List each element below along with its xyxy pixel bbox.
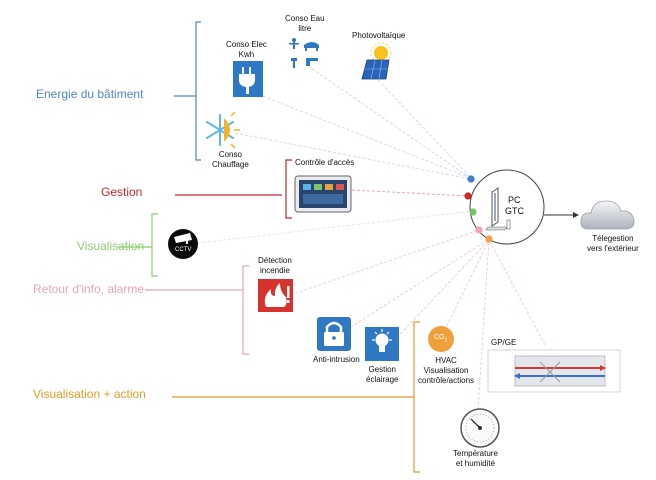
label-cctv: CCTV xyxy=(175,247,192,253)
category-visu-action: Visualisation + action xyxy=(33,387,146,401)
line-anti-intrusion xyxy=(345,238,490,331)
label-hvac-line2: Visualisation xyxy=(423,366,469,375)
category-energie: Energie du bâtiment xyxy=(36,87,144,101)
hub xyxy=(469,169,545,245)
label-anti-intrusion: Anti-intrusion xyxy=(313,355,360,364)
hub-label-pc: PC xyxy=(508,195,521,205)
label-gestion-eclairage-line1: Gestion xyxy=(368,365,397,374)
label-conso-elec-line1: Conso Elec xyxy=(226,40,267,49)
label-gestion-eclairage-line2: éclairage xyxy=(366,375,399,384)
visu-action-bracket xyxy=(413,321,420,473)
label-conso-eau-line2: litre xyxy=(298,24,312,33)
solar-panel-icon xyxy=(361,42,392,80)
label-detection-incendie-line2: incendie xyxy=(259,266,290,275)
lightbulb-icon xyxy=(365,327,399,361)
label-detection-incendie-line1: Détection xyxy=(258,256,292,265)
label-gestion-eclairage: Gestion éclairage xyxy=(366,365,398,385)
label-detection-incendie: Détection incendie xyxy=(258,256,292,276)
node-energie xyxy=(467,175,475,183)
gestion-bracket xyxy=(285,159,292,219)
plug-icon xyxy=(233,61,263,97)
category-lines xyxy=(118,21,420,473)
connection-lines xyxy=(197,65,546,411)
line-conso-eau xyxy=(307,65,471,179)
label-controle-acces: Contrôle d'accès xyxy=(295,158,355,167)
label-hvac-line3: contrôle/actions xyxy=(418,376,475,385)
category-retour: Retour d'info, alarme xyxy=(33,282,145,296)
padlock-icon xyxy=(317,317,351,351)
gauge-icon xyxy=(460,408,500,448)
label-temperature-line2: et humidité xyxy=(455,459,496,468)
cloud-arrow xyxy=(544,212,579,218)
label-conso-chauffage-line1: Conso xyxy=(218,150,242,159)
label-hvac: HVAC Visualisation contrôle/actions xyxy=(418,356,474,386)
co2-icon xyxy=(428,326,454,352)
label-conso-elec: Conso Elec Kwh xyxy=(226,40,267,60)
hub-circle xyxy=(469,169,545,245)
line-gp-ge xyxy=(488,239,546,346)
line-photovoltaique xyxy=(377,79,472,179)
cloud-label-line1: Télegestion xyxy=(592,234,634,243)
energie-bracket xyxy=(195,21,201,161)
label-conso-chauffage-line2: Chauffage xyxy=(212,160,249,169)
line-hvac xyxy=(439,239,490,341)
category-gestion: Gestion xyxy=(101,185,143,199)
node-retour xyxy=(475,226,483,234)
label-temperature: Température et humidité xyxy=(453,449,498,469)
line-cctv xyxy=(197,210,474,244)
label-photovoltaique: Photovoltaïque xyxy=(352,31,406,40)
label-gp-ge: GP/GE xyxy=(491,338,517,347)
line-detection-incendie xyxy=(289,229,480,296)
label-temperature-line1: Température xyxy=(453,449,498,458)
label-conso-eau: Conso Eau litre xyxy=(285,14,325,34)
cloud-label-line2: vers l'extérieur xyxy=(587,244,639,253)
cctv-camera-icon xyxy=(168,229,198,259)
cloud-label: Télegestion vers l'extérieur xyxy=(587,234,639,254)
node-visualisation xyxy=(469,208,477,216)
hub-label-gtc: GTC xyxy=(505,206,524,216)
label-co2: CO2 xyxy=(434,334,447,343)
label-hvac-line1: HVAC xyxy=(435,356,457,365)
computer-icon xyxy=(485,187,511,231)
line-temperature xyxy=(477,239,490,411)
snowflake-sun-icon xyxy=(206,111,240,149)
air-handling-unit-icon xyxy=(487,349,621,393)
tablet-icon xyxy=(294,175,352,213)
water-tap-icon xyxy=(289,38,319,68)
node-gestion xyxy=(464,192,472,200)
label-co2-sub: 2 xyxy=(444,337,448,344)
line-conso-elec xyxy=(262,95,471,179)
node-visu-action xyxy=(485,235,493,243)
visualisation-bracket xyxy=(151,213,158,277)
hub-nodes xyxy=(464,175,493,243)
line-controle-acces xyxy=(351,189,469,197)
label-conso-elec-line2: Kwh xyxy=(238,50,255,59)
label-conso-chauffage: Conso Chauffage xyxy=(212,150,249,170)
label-co2-text: CO xyxy=(434,334,445,341)
label-conso-eau-line1: Conso Eau xyxy=(285,14,325,23)
category-visualisation: Visualisation xyxy=(77,239,145,253)
retour-bracket xyxy=(242,265,249,355)
cloud-icon xyxy=(580,200,635,230)
line-gestion-eclairage xyxy=(389,239,490,346)
fire-alarm-icon xyxy=(258,279,293,312)
